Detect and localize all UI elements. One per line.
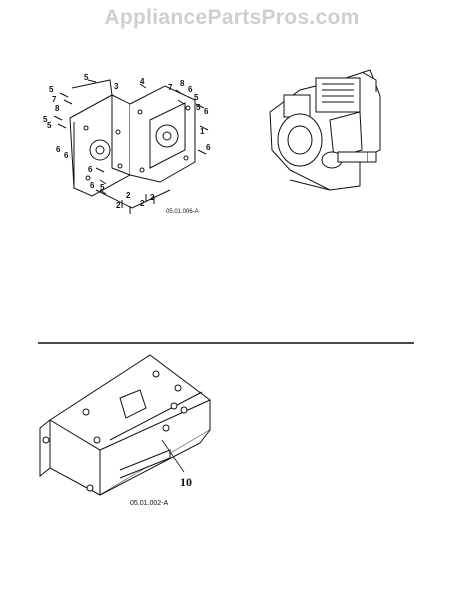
callout-label: 2 — [126, 191, 131, 200]
callout-label: 2 — [116, 201, 121, 210]
leader-line — [161, 439, 185, 473]
callout-label: 5 — [100, 183, 105, 192]
exploded-bracket-assembly — [53, 79, 209, 214]
callout-label: 8 — [55, 104, 60, 113]
top-diagram-callouts: 5 3 5 4 7 8 6 5 7 8 5 6 5 5 6 6 1 6 6 6 … — [43, 73, 211, 215]
callout-label: 6 — [206, 143, 211, 152]
site-watermark: AppliancePartsPros.com — [104, 6, 360, 29]
callout-label: 5 — [84, 73, 89, 82]
callout-label: 7 — [168, 83, 173, 92]
callout-label: 5 — [49, 85, 54, 94]
figure-code: 05.01.006-A — [166, 209, 199, 215]
callout-label: 2 — [150, 193, 155, 202]
callout-label: 10 — [180, 475, 192, 489]
engine-illustration — [269, 69, 381, 191]
callout-label: 6 — [64, 151, 69, 160]
callout-label: 5 — [196, 103, 201, 112]
callout-label: 8 — [180, 79, 185, 88]
callout-label: 5 — [47, 121, 52, 130]
callout-label: 5 — [194, 93, 199, 102]
callout-label: 2 — [140, 199, 145, 208]
callout-label: 7 — [52, 95, 57, 104]
mounting-plate-illustration — [39, 354, 211, 496]
callout-label: 6 — [204, 107, 209, 116]
figure-code: 05.01.002-A — [130, 500, 168, 507]
callout-label: 4 — [140, 77, 145, 86]
callout-label: 6 — [88, 165, 93, 174]
callout-label: 3 — [114, 82, 119, 91]
callout-label: 6 — [56, 145, 61, 154]
callout-label: 6 — [90, 181, 95, 190]
callout-label: 1 — [200, 127, 205, 136]
callout-label: 5 — [43, 115, 48, 124]
callout-label: 6 — [188, 85, 193, 94]
